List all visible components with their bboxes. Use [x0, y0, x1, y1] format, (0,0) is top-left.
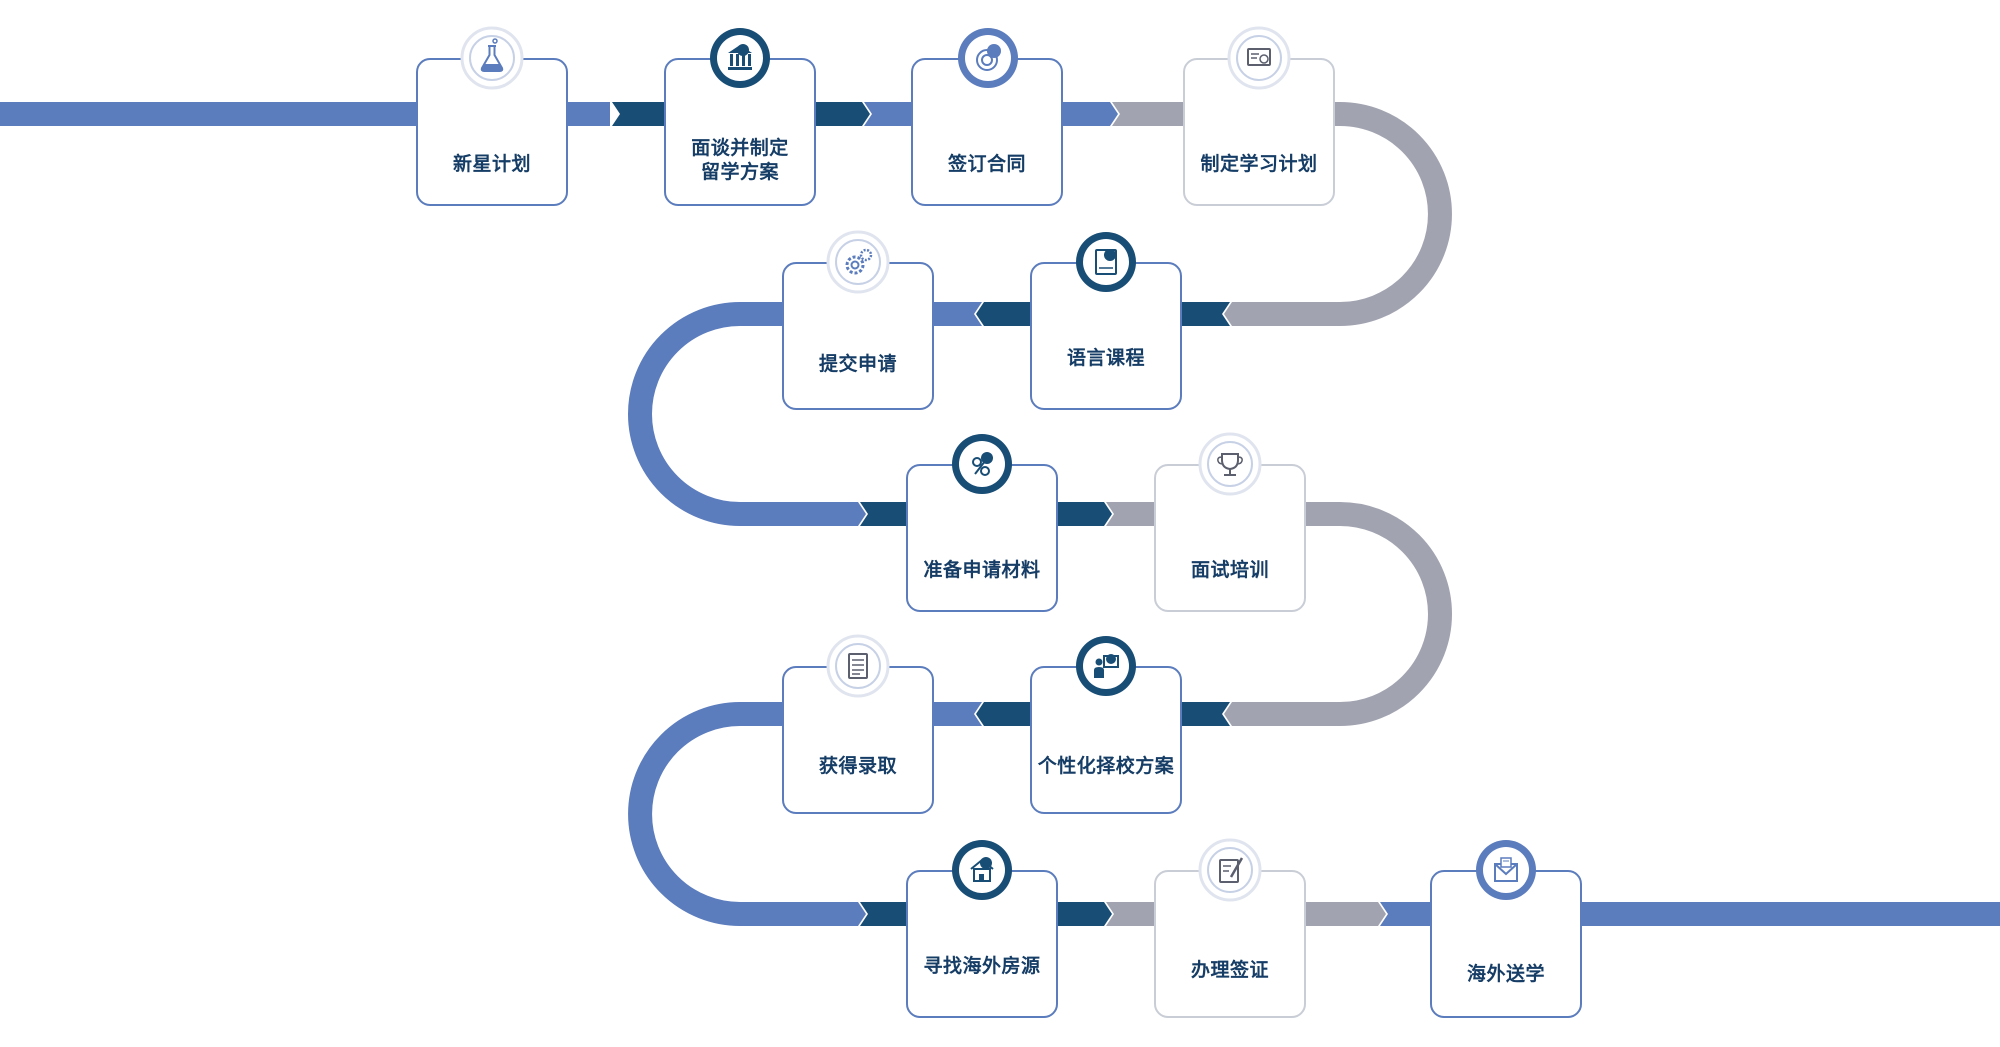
step-title: 语言课程 — [1066, 347, 1145, 369]
step-label: STEP TWELVE — [1471, 917, 1549, 929]
gears-icon — [826, 230, 890, 294]
step-label: STEP TWO — [962, 108, 1022, 120]
signing-icon — [1198, 838, 1262, 902]
step-label: STEP TEN — [1076, 716, 1132, 728]
step-title: 面谈并制定 留学方案 — [691, 137, 789, 183]
flask-icon — [460, 26, 524, 90]
checklist-icon — [826, 634, 890, 698]
step-title: 海外送学 — [1466, 963, 1545, 985]
path-curve — [628, 302, 741, 526]
step-title: 签订合同 — [947, 153, 1026, 175]
step-title: 制定学习计划 — [1200, 153, 1318, 175]
path-segment — [1224, 302, 1340, 326]
step-title: 获得录取 — [818, 755, 897, 777]
presenter-icon — [1076, 636, 1136, 696]
document-icon — [1076, 232, 1136, 292]
step-label: STEP ONE — [709, 108, 767, 120]
step-label: STEP THREE — [1221, 108, 1291, 120]
step-label: STEP NINE — [952, 918, 1012, 930]
step-title: 面试培训 — [1190, 559, 1269, 581]
path-segment — [1224, 702, 1340, 726]
path-curve — [628, 702, 741, 926]
step-label: STEP FOUR — [822, 311, 886, 323]
certificate-icon — [1227, 26, 1291, 90]
step-label: STEP ELEVEN — [1195, 917, 1273, 929]
step-title: 准备申请材料 — [923, 559, 1041, 581]
step-title: 寻找海外房源 — [923, 955, 1041, 977]
step-title: 个性化择校方案 — [1037, 755, 1175, 777]
percent-icon — [952, 434, 1012, 494]
path-curve — [1339, 102, 1452, 326]
step-label: STEP FIVE — [947, 514, 1005, 526]
trophy-icon — [1198, 432, 1262, 496]
step-title: 新星计划 — [452, 153, 531, 175]
path-curve — [1339, 502, 1452, 726]
step-label: STEP SEVEN — [1204, 513, 1275, 525]
envelope-icon — [1476, 840, 1536, 900]
step-label: STEP SIX — [1075, 311, 1125, 323]
path-segment — [740, 502, 866, 526]
path-segment — [740, 902, 866, 926]
bank-icon — [710, 28, 770, 88]
step-title: 办理签证 — [1190, 959, 1269, 981]
step-label: STEP EIGHT — [822, 717, 890, 729]
step-title: 提交申请 — [818, 353, 897, 375]
house-icon — [952, 840, 1012, 900]
target-chart-icon — [958, 28, 1018, 88]
